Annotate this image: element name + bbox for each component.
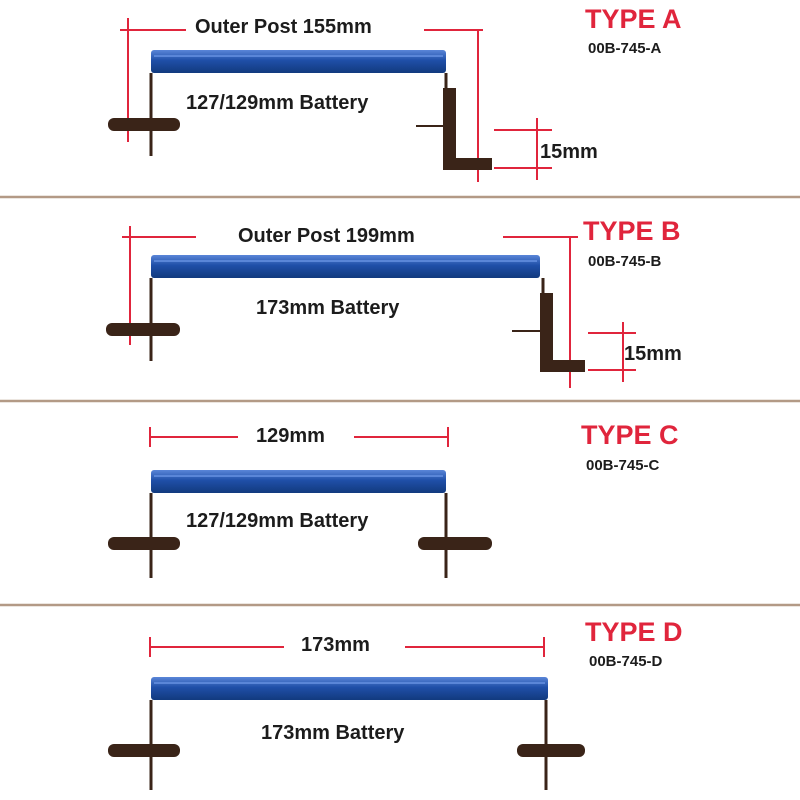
- type-a-span-label: Outer Post 155mm: [195, 16, 372, 38]
- type-a-left-leg-pad: [108, 118, 180, 131]
- type-c-bar: [151, 470, 446, 493]
- type-d-title: TYPE D: [585, 617, 683, 647]
- type-a-offset-label: 15mm: [540, 141, 598, 163]
- type-c-part-number: 00B-745-C: [586, 457, 660, 474]
- type-b-offset-label: 15mm: [624, 343, 682, 365]
- type-a-title: TYPE A: [585, 4, 682, 34]
- type-c-right-leg-pad: [418, 537, 492, 550]
- type-b-part-number: 00B-745-B: [588, 253, 662, 270]
- type-a-bar: [151, 50, 446, 73]
- type-b-right-leg-drop: [540, 293, 553, 372]
- type-a-part-number: 00B-745-A: [588, 40, 662, 57]
- type-c-left-leg-pad: [108, 537, 180, 550]
- type-b-bar: [151, 255, 540, 278]
- type-c-title: TYPE C: [581, 420, 679, 450]
- type-d-span-label: 173mm: [301, 634, 370, 656]
- type-d-left-leg-pad: [108, 744, 180, 757]
- type-b-left-leg-pad: [106, 323, 180, 336]
- type-c-span-label: 129mm: [256, 425, 325, 447]
- type-b-battery-label: 173mm Battery: [256, 297, 400, 319]
- type-a-right-leg-foot: [443, 158, 492, 170]
- type-d-bar: [151, 677, 548, 700]
- bar-group: [151, 50, 548, 700]
- type-d-battery-label: 173mm Battery: [261, 722, 405, 744]
- section-dividers: [0, 195, 800, 607]
- type-d-part-number: 00B-745-D: [589, 653, 663, 670]
- type-b-right-leg-foot: [540, 360, 585, 372]
- type-a-right-leg-drop: [443, 88, 456, 170]
- type-c-battery-label: 127/129mm Battery: [186, 510, 369, 532]
- bracket-legs: [106, 73, 585, 790]
- type-b-title: TYPE B: [583, 216, 681, 246]
- type-b-span-label: Outer Post 199mm: [238, 225, 415, 247]
- type-a-battery-label: 127/129mm Battery: [186, 92, 369, 114]
- type-d-right-leg-pad: [517, 744, 585, 757]
